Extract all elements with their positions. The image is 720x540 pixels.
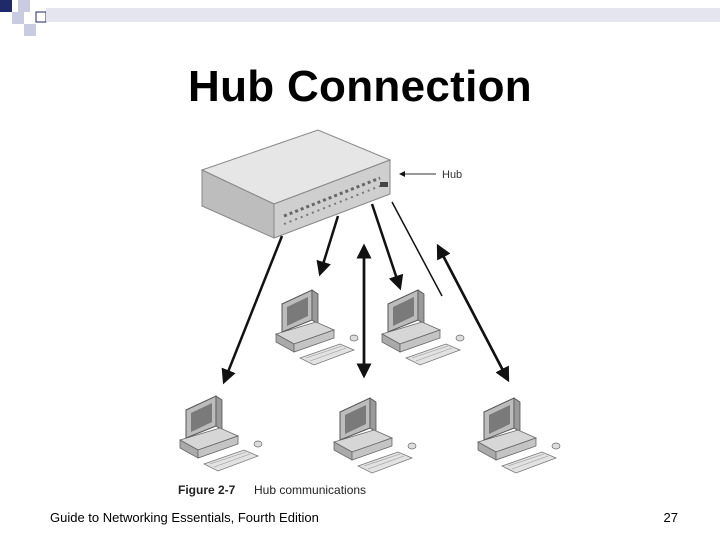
hub-label: Hub — [442, 169, 462, 181]
computer-icon — [382, 290, 464, 365]
slide-footer: Guide to Networking Essentials, Fourth E… — [50, 510, 319, 525]
slide-title: Hub Connection — [0, 62, 720, 112]
hub-device — [202, 130, 390, 238]
figure-caption-text: Hub communications — [254, 483, 366, 497]
hub-diagram: Hub Figure 2-7 Hub communications — [150, 118, 570, 503]
computer-icon — [276, 290, 358, 365]
computer-icon — [334, 398, 416, 473]
corner-decoration — [0, 0, 720, 40]
computer-icon — [180, 396, 262, 471]
figure-caption-number: Figure 2-7 — [178, 483, 236, 497]
page-number: 27 — [664, 510, 678, 525]
computer-icon — [478, 398, 560, 473]
